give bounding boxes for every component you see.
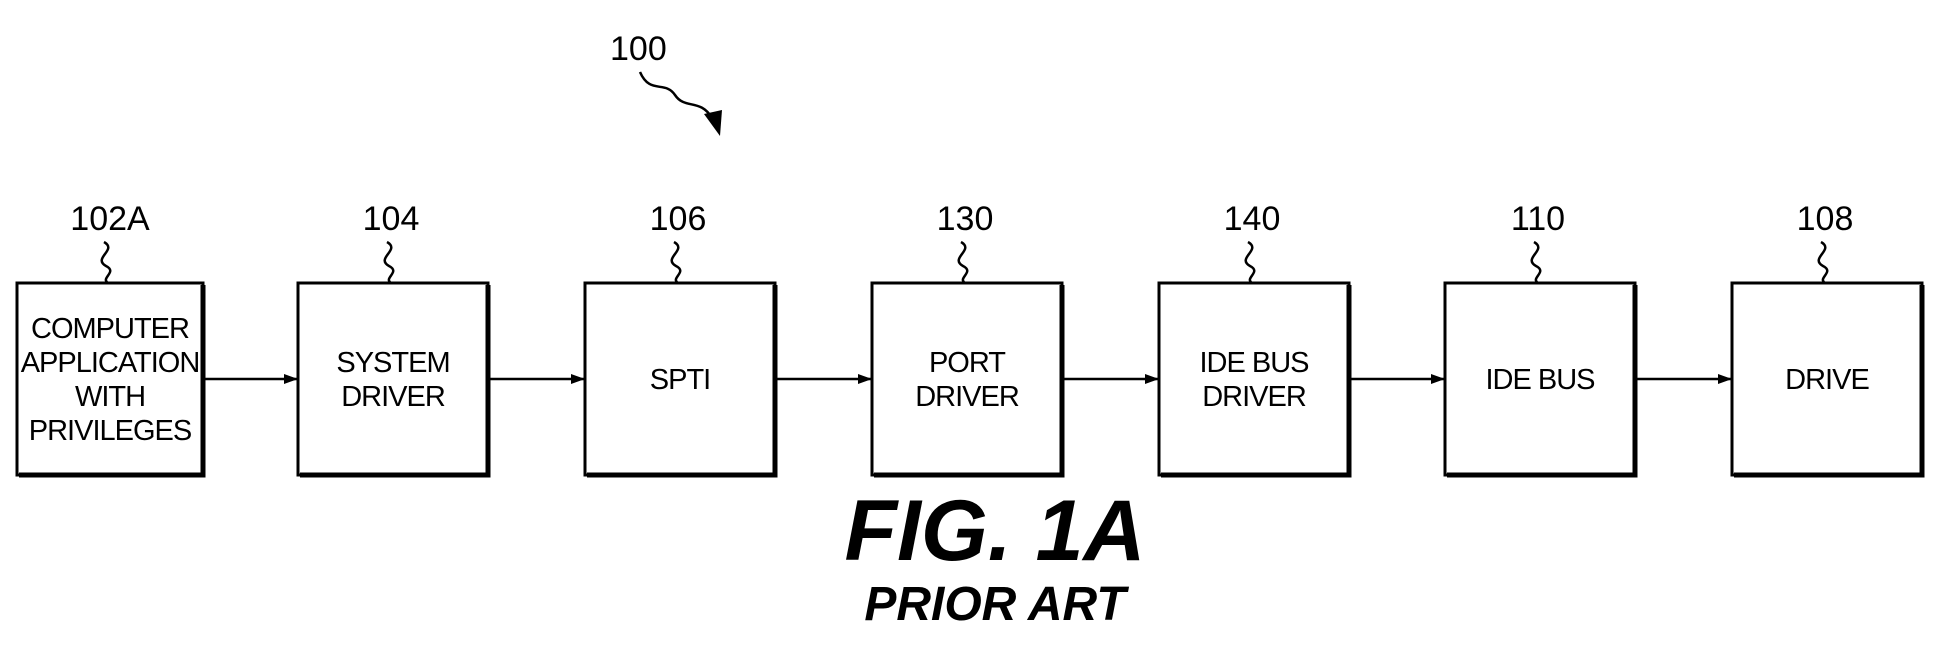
block-106: SPTI 106 (585, 200, 775, 475)
blocks-layer: COMPUTERAPPLICATIONWITHPRIVILEGES 102A SYS… (17, 200, 1922, 475)
block-text-line: PRIVILEGES (29, 415, 192, 447)
block-104: SYSTEMDRIVER 104 (298, 200, 488, 475)
figure-reference-arrowhead-icon (704, 110, 722, 136)
block-110: IDE BUS 110 (1445, 200, 1635, 475)
block-reference-label: 106 (650, 200, 707, 238)
block-reference-leader (385, 242, 394, 283)
block-box (872, 283, 1062, 475)
block-reference-leader (672, 242, 681, 283)
block-text-line: SYSTEM (336, 347, 449, 379)
block-text-line: DRIVER (1202, 381, 1306, 413)
block-text-line: PORT (929, 347, 1006, 379)
figure-subtitle: PRIOR ART (864, 578, 1129, 631)
block-box (1159, 283, 1349, 475)
block-box (298, 283, 488, 475)
figure-reference-label: 100 (610, 30, 667, 68)
block-108: DRIVE 108 (1732, 200, 1922, 475)
block-reference-label: 130 (937, 200, 994, 238)
block-reference-label: 140 (1224, 200, 1281, 238)
block-reference-leader (1532, 242, 1541, 283)
block-130: PORTDRIVER 130 (872, 200, 1062, 475)
block-reference-label: 110 (1511, 200, 1565, 238)
block-text-line: WITH (75, 381, 145, 413)
block-text-line: APPLICATION (21, 347, 200, 379)
block-reference-label: 104 (363, 200, 420, 238)
block-text-line: DRIVE (1785, 364, 1869, 396)
block-140: IDE BUSDRIVER 140 (1159, 200, 1349, 475)
block-reference-leader (1246, 242, 1255, 283)
figure-title: FIG. 1A (844, 483, 1145, 579)
block-reference-label: 102A (70, 200, 150, 238)
block-text-line: COMPUTER (31, 313, 189, 345)
block-reference-leader (102, 242, 111, 283)
block-text-line: IDE BUS (1485, 364, 1595, 396)
block-102A: COMPUTERAPPLICATIONWITHPRIVILEGES 102A (17, 200, 203, 475)
block-text-line: SPTI (650, 364, 710, 396)
block-text-line: DRIVER (915, 381, 1019, 413)
block-text-line: IDE BUS (1199, 347, 1309, 379)
block-reference-leader (959, 242, 968, 283)
figure-reference-leader (640, 72, 712, 118)
block-reference-label: 108 (1797, 200, 1854, 238)
block-text-line: DRIVER (341, 381, 445, 413)
block-reference-leader (1819, 242, 1828, 283)
